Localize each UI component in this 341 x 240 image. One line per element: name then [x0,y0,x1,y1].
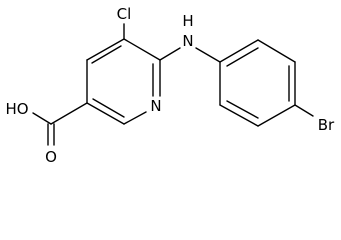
bond-c3-c4 [86,38,125,61]
carboxyl-hydroxyl-label: HO [5,100,28,118]
chlorine-atom-label: Cl [117,5,132,23]
bond-c5-c6-double [92,98,125,118]
bromophenyl-ring [219,39,296,127]
bond-c2-c3-prime [257,39,296,63]
amine-hydrogen-label: H [182,12,193,30]
bond-c6-n1 [123,111,147,125]
chemical-structure-diagram: Cl H N N HO O Br [5,5,335,166]
bond-c4-c5-prime [257,104,296,127]
bond-c2-nh [159,47,181,61]
bond-nh-c1prime [195,47,221,63]
bond-c1-c2-prime-double [226,47,259,67]
bond-c4prime-br [294,104,314,117]
amine-nitrogen-label: N [182,32,193,50]
bond-c2-c3 [123,38,161,61]
bromine-atom-label: Br [318,116,335,134]
bond-c1-c2-prime [219,39,259,63]
bond-c5-c6-prime [219,104,259,127]
pyridine-ring [86,38,161,125]
bond-c5-c6 [86,102,125,125]
structure-canvas: Cl H N N HO O Br [5,5,335,166]
bond-c5-c6-prime-double [226,100,259,119]
bond-c3-c4-double [91,45,122,64]
carboxyl-oxygen-label: O [45,148,57,166]
ring-nitrogen-label: N [150,97,161,115]
bond-c5-carboxyl [50,102,88,125]
bond-carboxyl-oh [32,112,52,125]
